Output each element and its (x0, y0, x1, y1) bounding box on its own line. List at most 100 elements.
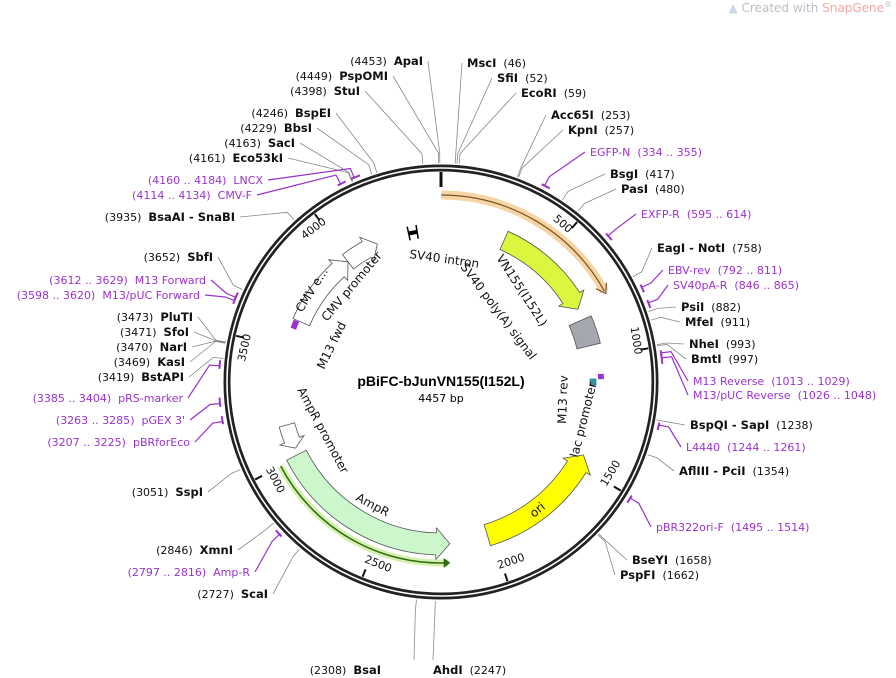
primer-label-pgex-3-[interactable]: (3263 .. 3285) pGEX 3' (56, 414, 185, 427)
primer-label-pbrforeco[interactable]: (3207 .. 3225) pBRforEco (47, 436, 190, 449)
leader-line (299, 142, 354, 182)
feature-label-m13-fwd[interactable]: M13 fwd (314, 319, 349, 371)
tick-mark (361, 569, 367, 578)
feature-insert[interactable] (441, 194, 606, 292)
leader-line (188, 356, 224, 378)
primer-label-egfp-n[interactable]: EGFP-N (334 .. 355) (590, 146, 702, 159)
enzyme-label-saci[interactable]: (4163) SacI (224, 136, 295, 150)
site-position: (4163) (224, 137, 261, 150)
enzyme-label-mfei[interactable]: MfeI (911) (685, 315, 750, 329)
site-name: SV40pA-R (673, 279, 728, 292)
feature-lacp[interactable] (589, 378, 597, 386)
enzyme-label-bspei[interactable]: (4246) BspEI (251, 106, 331, 120)
enzyme-label-pspfi[interactable]: PspFI (1662) (620, 568, 699, 582)
site-name: PspOMI (339, 69, 388, 83)
primer-label-ebv-rev[interactable]: EBV-rev (792 .. 811) (668, 264, 782, 277)
enzyme-label-kasi[interactable]: (3469) KasI (114, 355, 185, 369)
enzyme-label-pasi[interactable]: PasI (480) (621, 182, 685, 196)
feature-amprp[interactable] (278, 422, 306, 449)
leader-line (661, 350, 689, 382)
site-name: PluTI (160, 310, 193, 324)
feature-cmve[interactable] (292, 259, 349, 327)
site-name: EBV-rev (668, 264, 711, 277)
primer-label-m13-reverse[interactable]: M13 Reverse (1013 .. 1029) (693, 375, 850, 388)
feature-ori[interactable] (483, 454, 592, 547)
primer-label-pbr322ori-f[interactable]: pBR322ori-F (1495 .. 1514) (656, 521, 809, 534)
enzyme-label-bsgi[interactable]: BsgI (417) (610, 167, 675, 181)
feature-label-m13-rev[interactable]: M13 rev (555, 375, 571, 424)
primer-mark (639, 284, 645, 293)
enzyme-label-pspomi[interactable]: (4449) PspOMI (296, 69, 388, 83)
enzyme-label-ecori[interactable]: EcoRI (59) (521, 86, 586, 100)
feature-vn155[interactable] (499, 230, 585, 310)
site-position: (3469) (114, 356, 151, 369)
site-position: (4398) (290, 85, 327, 98)
enzyme-label-sbfi[interactable]: (3652) SbfI (144, 250, 213, 264)
enzyme-label-bseyi[interactable]: BseYI (1658) (632, 553, 712, 567)
leader-line (656, 343, 687, 360)
leader-line (256, 174, 342, 196)
primer-label-prs-marker[interactable]: (3385 .. 3404) pRS-marker (33, 392, 184, 405)
site-position: (3470) (116, 341, 153, 354)
enzyme-label-kpni[interactable]: KpnI (257) (568, 123, 634, 137)
bar-cap (406, 226, 411, 241)
feature-m13fwd[interactable] (290, 319, 300, 330)
site-position: (3207 .. 3225) (47, 436, 126, 449)
enzyme-label-msci[interactable]: MscI (46) (467, 56, 526, 70)
enzyme-label-bsai[interactable]: (2308) BsaI (310, 663, 381, 677)
leader-line (629, 497, 652, 528)
site-position: (2247) (470, 664, 507, 677)
enzyme-label-psii[interactable]: PsiI (882) (681, 300, 741, 314)
leader-line (562, 173, 606, 201)
primer-label-exfp-r[interactable]: EXFP-R (595 .. 614) (641, 208, 751, 221)
enzyme-label-bmti[interactable]: BmtI (997) (691, 352, 758, 366)
primer-label-m13-forward[interactable]: (3612 .. 3629) M13 Forward (49, 274, 206, 287)
primer-label-m13-puc-forward[interactable]: (3598 .. 3620) M13/pUC Forward (17, 289, 200, 302)
primer-label-m13-puc-reverse[interactable]: M13/pUC Reverse (1026 .. 1048) (693, 389, 876, 402)
feature-cmvp[interactable] (341, 236, 378, 270)
enzyme-label-eagi-noti[interactable]: EagI - NotI (758) (657, 241, 762, 255)
feature-label-sv40-polya[interactable]: SV40 poly(A) signal (458, 260, 540, 362)
leader-line (641, 269, 664, 288)
enzyme-label-sfii[interactable]: SfiI (52) (497, 71, 548, 85)
enzyme-label-bstapi[interactable]: (3419) BstAPI (98, 370, 184, 384)
tick-mark (504, 573, 509, 582)
site-position: (993) (726, 338, 756, 351)
enzyme-label-bbsi[interactable]: (4229) BbsI (240, 121, 312, 135)
enzyme-label-scai[interactable]: (2727) ScaI (197, 587, 268, 601)
enzyme-label-afliii-pcii[interactable]: AflIII - PciI (1354) (679, 464, 789, 478)
feature-sv40pa[interactable] (568, 315, 601, 350)
site-position: (257) (605, 124, 635, 137)
leader-line (413, 599, 417, 661)
primer-label-cmv-f[interactable]: (4114 .. 4134) CMV-F (132, 189, 252, 202)
feature-label-lac-promoter[interactable]: lac promoter (567, 381, 599, 459)
enzyme-label-nari[interactable]: (3470) NarI (116, 340, 187, 354)
feature-sv40i[interactable] (408, 229, 418, 236)
enzyme-label-acc65i[interactable]: Acc65I (253) (551, 108, 630, 122)
primer-label-l4440[interactable]: L4440 (1244 .. 1261) (686, 441, 806, 454)
site-position: (52) (525, 72, 548, 85)
site-name: Acc65I (551, 108, 594, 122)
enzyme-label-pluti[interactable]: (3473) PluTI (117, 310, 193, 324)
site-name: ScaI (241, 587, 268, 601)
primer-label-amp-r[interactable]: (2797 .. 2816) Amp-R (128, 566, 251, 579)
primer-label-lncx[interactable]: (4160 .. 4184) LNCX (148, 174, 264, 187)
enzyme-label-stui[interactable]: (4398) StuI (290, 84, 360, 98)
enzyme-label-sspi[interactable]: (3051) SspI (132, 485, 203, 499)
enzyme-label-sfoi[interactable]: (3471) SfoI (120, 325, 189, 339)
site-position: (253) (601, 109, 631, 122)
leader-line (239, 211, 295, 220)
tick-mark (640, 347, 649, 351)
feature-ampr[interactable] (286, 449, 451, 562)
site-name: SacI (268, 136, 295, 150)
primer-label-sv40pa-r[interactable]: SV40pA-R (846 .. 865) (673, 279, 799, 292)
feature-m13rev[interactable] (597, 373, 604, 380)
enzyme-label-eco53ki[interactable]: (4161) Eco53kI (189, 151, 283, 165)
enzyme-label-nhei[interactable]: NheI (993) (689, 337, 755, 351)
enzyme-label-xmni[interactable]: (2846) XmnI (156, 543, 233, 557)
site-position: (1658) (675, 554, 712, 567)
enzyme-label-bspqi-sapi[interactable]: BspQI - SapI (1238) (690, 418, 813, 432)
enzyme-label-apai[interactable]: (4453) ApaI (350, 54, 423, 68)
enzyme-label-bsaai-snabi[interactable]: (3935) BsaAI - SnaBI (105, 210, 235, 224)
enzyme-label-ahdi[interactable]: AhdI (2247) (433, 663, 506, 677)
